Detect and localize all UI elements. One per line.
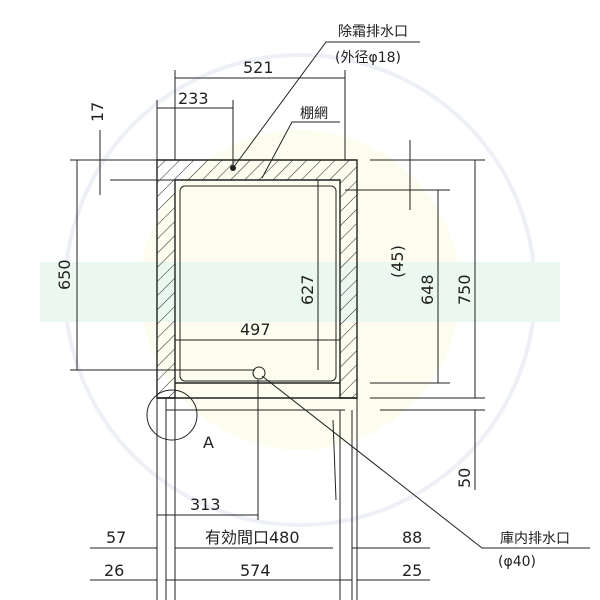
dim-497: 497 xyxy=(240,320,271,339)
interior-drain-icon xyxy=(252,366,266,380)
dim-313: 313 xyxy=(190,495,221,514)
cabinet-body xyxy=(146,159,358,600)
leader-lines xyxy=(232,41,590,549)
dim-648: 648 xyxy=(418,274,437,305)
dim-233: 233 xyxy=(178,89,209,108)
defrost-drain-size: (外径φ18) xyxy=(335,50,401,66)
dim-574: 574 xyxy=(240,561,271,580)
dim-627: 627 xyxy=(298,274,317,305)
detail-circle xyxy=(146,389,198,441)
dim-25: 25 xyxy=(402,561,422,580)
dim-26: 26 xyxy=(104,561,124,580)
detail-mark-a: A xyxy=(203,433,214,452)
shelf-net-label: 棚網 xyxy=(300,106,328,122)
dim-750: 750 xyxy=(455,274,474,305)
dim-480: 有効間口480 xyxy=(205,528,300,547)
dimension-lines xyxy=(70,70,485,581)
dim-521: 521 xyxy=(243,58,274,77)
note-labels: 除霜排水口 (外径φ18) 棚網 庫内排水口 (φ40) A xyxy=(203,24,570,570)
dimension-labels: 521 233 17 650 627 497 (45) 648 750 50 3… xyxy=(55,58,474,580)
dim-57: 57 xyxy=(106,528,126,547)
dim-50: 50 xyxy=(455,468,474,488)
interior-drain-label: 庫内排水口 xyxy=(500,530,570,547)
defrost-drain-label: 除霜排水口 xyxy=(338,24,408,40)
dim-45: (45) xyxy=(388,245,407,278)
dim-650: 650 xyxy=(55,259,74,290)
dim-17: 17 xyxy=(88,102,107,122)
dim-88: 88 xyxy=(402,528,422,547)
interior-drain-size: (φ40) xyxy=(498,554,536,570)
